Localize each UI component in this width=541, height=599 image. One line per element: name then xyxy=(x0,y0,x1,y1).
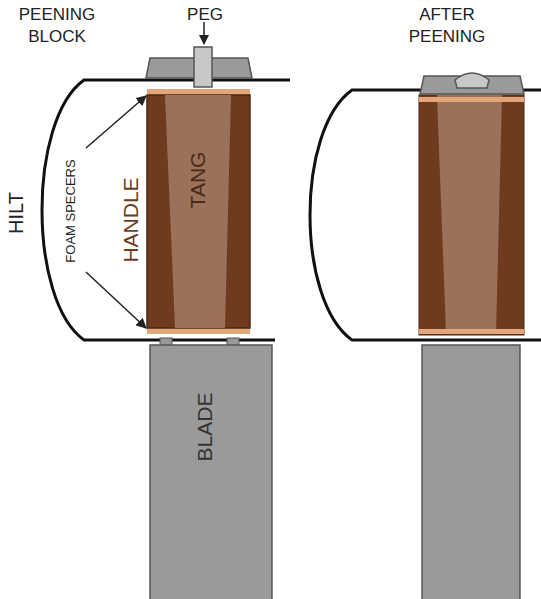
tang-shape xyxy=(165,95,235,328)
blade-box: BLADE xyxy=(150,345,272,599)
handle xyxy=(419,95,524,335)
part-label: FOAM SPECERS xyxy=(63,159,80,262)
blade xyxy=(422,345,520,599)
leader-line xyxy=(203,22,205,44)
hilt-outline xyxy=(310,90,541,340)
peg xyxy=(194,47,212,87)
part-label: HILT xyxy=(3,192,29,234)
foam-spacer xyxy=(147,89,250,95)
leader-line xyxy=(86,272,146,328)
tang-outline xyxy=(165,95,231,328)
part-name: HANDLE xyxy=(119,177,142,262)
blade-outline xyxy=(150,345,272,599)
handle-outline xyxy=(147,95,250,328)
leader-line xyxy=(86,96,146,148)
part-name: BLADE xyxy=(193,393,216,462)
part-label: PEENING BLOCK xyxy=(2,4,112,48)
peened-peg xyxy=(455,73,489,88)
caption-label: AFTER PEENING xyxy=(392,4,502,48)
part-label: PEG xyxy=(185,4,225,26)
foam-spacer xyxy=(147,328,250,334)
tang xyxy=(437,95,502,334)
hilt-outline xyxy=(42,80,290,340)
tang-box: TANG xyxy=(165,95,235,328)
part-name: TANG xyxy=(186,152,209,209)
foam-spacer xyxy=(419,97,524,102)
handle-box: HANDLETANG xyxy=(147,95,250,328)
foam-spacer xyxy=(419,329,524,334)
blade-shape xyxy=(150,345,272,599)
